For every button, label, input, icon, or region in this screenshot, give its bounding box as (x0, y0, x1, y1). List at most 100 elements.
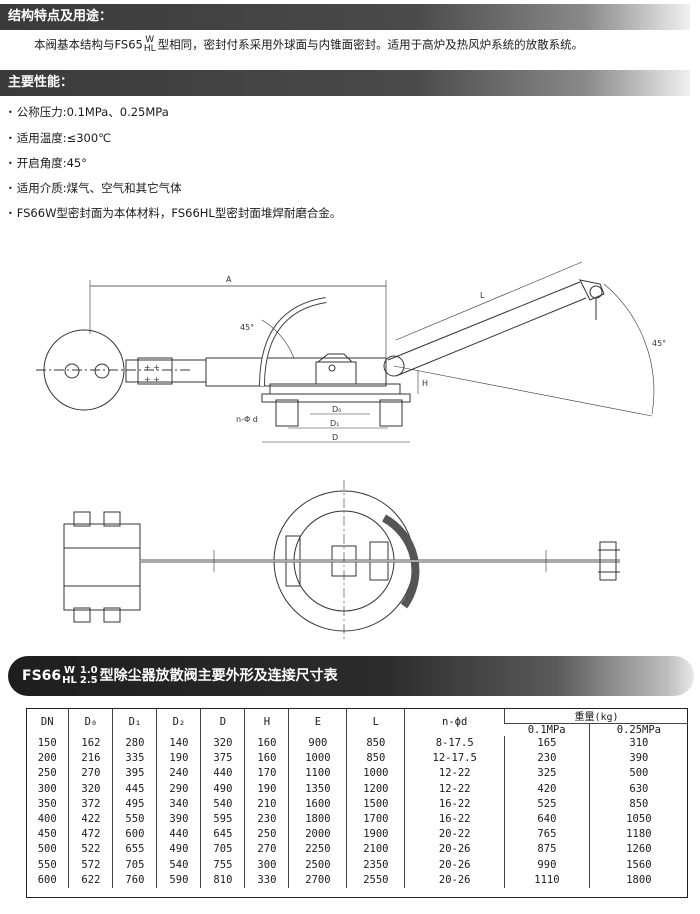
dimension-d-label: D (332, 433, 338, 442)
table-cell: 395 (112, 766, 157, 782)
table-cell: 2550 (346, 872, 405, 889)
table-cell: 490 (156, 842, 201, 858)
table-cell: 495 (112, 796, 157, 813)
model-suffix-top: W (145, 35, 155, 45)
table-cell: 1500 (346, 796, 405, 813)
dimension-d0-label: D₀ (332, 405, 341, 414)
table-cell: 20-26 (404, 857, 505, 873)
dimension-a-label: A (226, 275, 232, 284)
table-cell: 350 (37, 797, 57, 810)
table-cell: 550 (37, 858, 57, 871)
table-cell: 165 (504, 736, 590, 752)
features-heading: 结构特点及用途： (8, 9, 113, 24)
table-cell: 2700 (288, 872, 347, 889)
table-cell: 445 (112, 781, 157, 797)
right-angle-label: 45° (652, 339, 666, 348)
table-cell: 655 (112, 842, 157, 858)
table-cell: 590 (156, 872, 201, 889)
table-cell: 760 (112, 872, 157, 889)
bolt-holes-label: n-Φ d (236, 415, 258, 424)
table-cell: 8-17.5 (404, 736, 505, 752)
col-header: D₀ (68, 708, 113, 736)
pressure-suffix-bottom: 2.5 (79, 675, 98, 686)
table-cell: 160 (244, 736, 289, 752)
performance-heading: 主要性能： (8, 75, 74, 90)
svg-text:+ +: + + (144, 363, 160, 372)
col-header-weight-low: 0.1MPa (504, 723, 590, 736)
table-cell: 1180 (588, 827, 688, 843)
table-cell: 1800 (588, 872, 688, 889)
plan-view (63, 480, 620, 642)
table-cell: 440 (200, 766, 245, 782)
table-cell: 230 (244, 812, 289, 828)
left-angle-label: 45° (240, 323, 254, 332)
table-cell: 705 (200, 842, 245, 858)
spec-item: FS66W型密封面为本体材料，FS66HL型密封面堆焊耐磨合金。 (8, 205, 342, 221)
table-cell: 450 (37, 828, 57, 841)
table-cell: 522 (68, 842, 113, 858)
dimension-l-label: L (480, 291, 485, 300)
table-cell: 2000 (288, 827, 347, 843)
table-cell: 500 (37, 843, 57, 856)
table-cell: 210 (244, 796, 289, 813)
table-cell: 375 (200, 751, 245, 767)
table-cell: 705 (112, 857, 157, 873)
pressure-suffix-top: 1.0 (79, 665, 98, 676)
table-cell: 1600 (288, 796, 347, 813)
table-cell: 755 (200, 857, 245, 873)
table-cell: 300 (244, 857, 289, 873)
table-cell: 2250 (288, 842, 347, 858)
table-cell: 900 (288, 736, 347, 752)
table-cell: 595 (200, 812, 245, 828)
table-cell: 765 (504, 827, 590, 843)
table-cell: 1110 (504, 872, 590, 889)
intro-text-post: 型相同，密封付系采用外球面与内锥面密封。适用于高炉及热风炉系统的放散系统。 (157, 37, 584, 52)
col-header: D₁ (112, 708, 157, 736)
table-cell: 1560 (588, 857, 688, 873)
features-heading-bar: 结构特点及用途： (0, 4, 690, 30)
table-cell: 1260 (588, 842, 688, 858)
table-cell: 540 (200, 796, 245, 813)
table-cell: 320 (68, 781, 113, 797)
table-cell: 850 (588, 796, 688, 813)
table-cell: 525 (504, 796, 590, 813)
table-cell: 490 (200, 781, 245, 797)
col-header: n-ϕd (404, 708, 505, 736)
col-header: D₂ (156, 708, 201, 736)
table-cell: 850 (346, 736, 405, 752)
table-title-model: FS66 (22, 668, 62, 684)
table-cell: 300 (37, 782, 57, 795)
table-cell: 1100 (288, 766, 347, 782)
bolt-hole (94, 363, 110, 379)
table-cell: 16-22 (404, 796, 505, 813)
table-cell: 216 (68, 751, 113, 767)
table-cell: 850 (346, 751, 405, 767)
spec-item: 开启角度:45° (8, 155, 87, 171)
table-cell: 420 (504, 781, 590, 797)
table-cell: 2500 (288, 857, 347, 873)
table-cell: 240 (156, 766, 201, 782)
bolt-hole (64, 363, 80, 379)
table-cell: 622 (68, 872, 113, 889)
table-cell: 390 (588, 751, 688, 767)
table-cell: 540 (156, 857, 201, 873)
table-header-row: DN D₀ D₁ D₂ D H E L n-ϕd 重量(kg) (26, 708, 688, 736)
table-cell: 250 (244, 827, 289, 843)
table-cell: 330 (244, 872, 289, 889)
col-header: E (288, 708, 347, 736)
table-cell: 12-22 (404, 781, 505, 797)
table-title-text: 型除尘器放散阀主要外形及连接尺寸表 (99, 668, 338, 684)
table-subheader-row: 0.1MPa 0.25MPa (26, 723, 688, 736)
table-cell: 12-22 (404, 766, 505, 782)
table-cell: 280 (112, 736, 157, 752)
